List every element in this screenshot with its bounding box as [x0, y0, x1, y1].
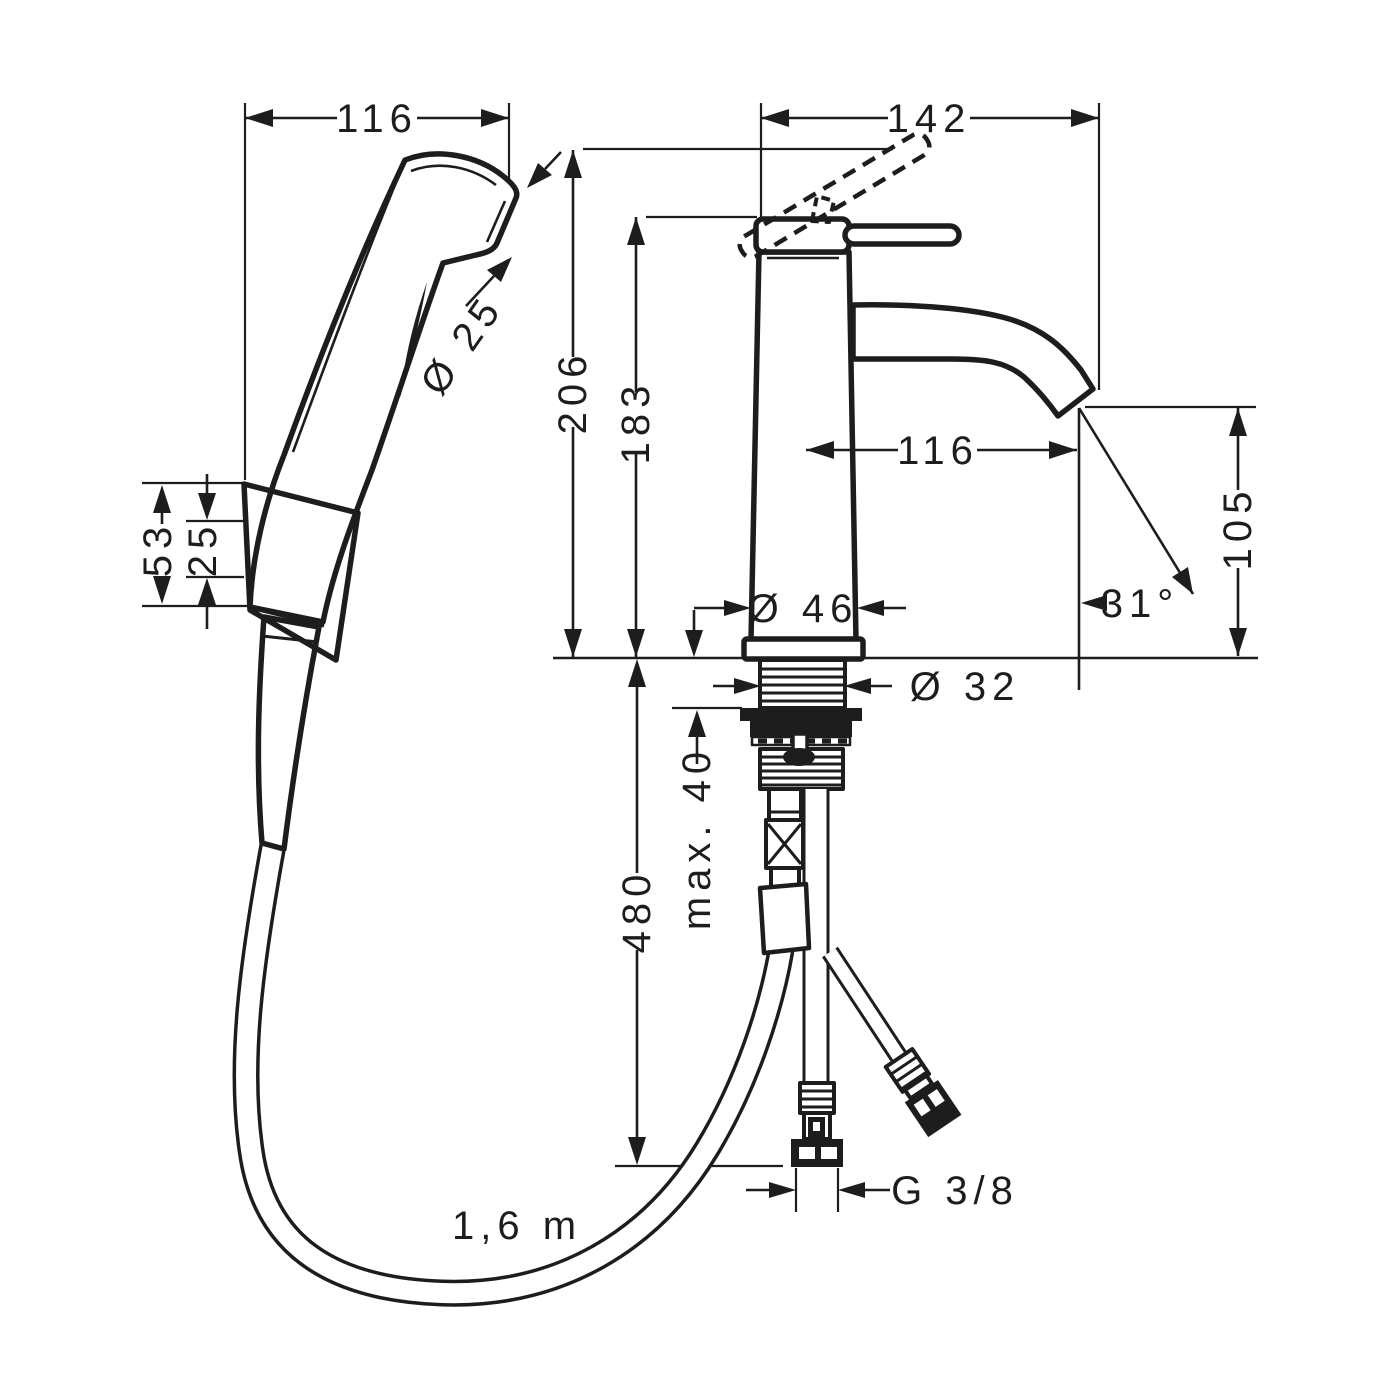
- faucet-spout: [850, 302, 1096, 419]
- dim-hose-length: 1,6 m: [452, 1204, 582, 1248]
- lever-pivot-dashed: [810, 194, 836, 224]
- lever-raised-dashed: [737, 131, 932, 260]
- supply-hose-angled: [822, 946, 962, 1138]
- handle-base-cap: [753, 216, 852, 255]
- hose-strain-relief: [255, 614, 322, 852]
- installation-parts: [740, 658, 962, 1167]
- face-detail-line: [485, 200, 507, 243]
- hose-guide: [783, 748, 815, 766]
- dim-outlet-height: 105: [1216, 408, 1260, 656]
- head-detail-line: [410, 164, 497, 187]
- dim-connection-thread: G 3/8: [746, 1169, 1019, 1213]
- dim-hose-drop: 480: [615, 659, 659, 1165]
- dim-spout-reach: 116: [806, 429, 1077, 473]
- dim-label: 31°: [1101, 582, 1180, 626]
- dim-label: Ø 32: [910, 665, 1021, 709]
- dim-body-height: 183: [614, 217, 658, 658]
- dim-label: Ø 46: [748, 587, 859, 631]
- mounting-nut: [740, 708, 862, 721]
- dim-handshower-width: 116: [245, 97, 509, 141]
- dim-label: 25: [181, 521, 225, 578]
- dim-label: 116: [336, 97, 418, 141]
- spray-trigger: [400, 282, 427, 398]
- dim-shank-diameter: Ø 32: [713, 665, 1021, 709]
- sprayer-hose-outlet: [757, 787, 812, 956]
- faucet-body: [748, 249, 859, 643]
- dimensions: 116 142 Ø 25 206 183: [136, 97, 1260, 1248]
- dim-overall-depth: 142: [761, 97, 1099, 141]
- dim-label: 480: [615, 869, 659, 954]
- dim-holder-outer: 53: [136, 485, 180, 604]
- dim-label: 105: [1216, 486, 1260, 571]
- handle-detail-line: [291, 179, 399, 453]
- dim-max-deck-thickness: max. 40: [675, 710, 719, 930]
- handshower: [241, 151, 520, 852]
- dim-label: 183: [614, 380, 658, 465]
- dim-base-diameter: Ø 46: [685, 587, 906, 657]
- sprayer-hose: [232, 842, 795, 1307]
- handshower-body: [247, 151, 520, 625]
- base-plate: [741, 636, 866, 662]
- dim-label: 206: [551, 350, 595, 435]
- dim-label: max. 40: [675, 746, 719, 930]
- dim-label: 142: [887, 97, 972, 141]
- dim-label: G 3/8: [891, 1169, 1019, 1213]
- supply-hose-straight: [791, 789, 843, 1167]
- shower-holder: [241, 481, 361, 663]
- dim-holder-inner: 25: [181, 474, 225, 629]
- dim-jet-angle: 31°: [1077, 407, 1195, 690]
- dim-label: 116: [897, 429, 979, 473]
- dim-total-height: 206: [551, 150, 595, 658]
- faucet: [737, 131, 1096, 662]
- dim-label: 53: [136, 521, 180, 578]
- lever-handle: [842, 223, 962, 247]
